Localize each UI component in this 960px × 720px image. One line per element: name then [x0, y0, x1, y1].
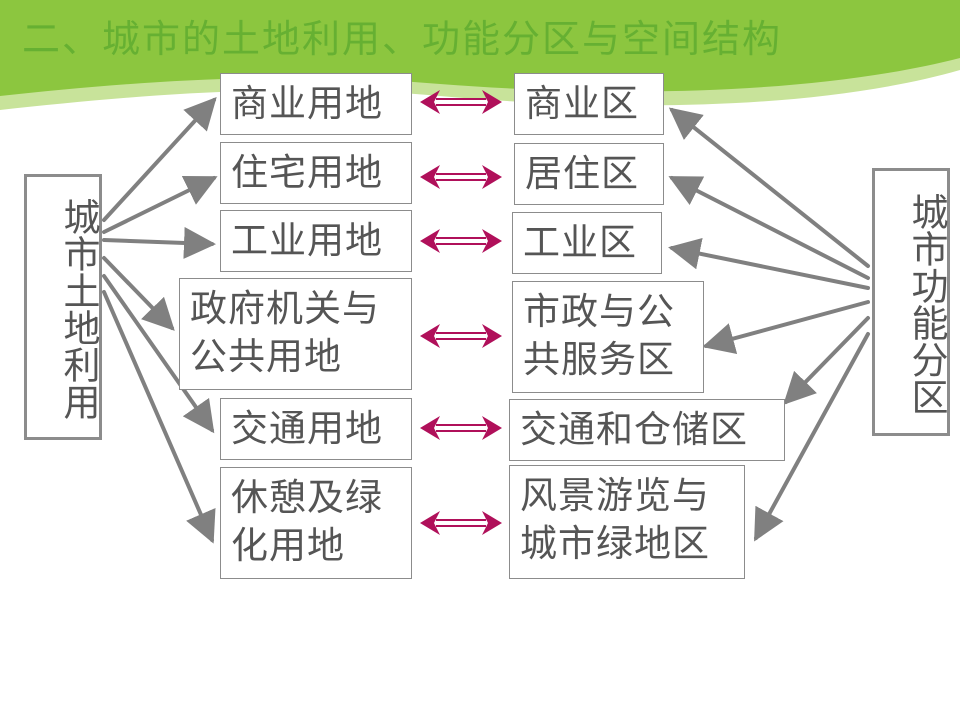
- zone-commercial-label: 商业区: [525, 82, 639, 125]
- land-use-industrial-box: 工业用地: [220, 210, 412, 272]
- zone-industrial-label: 工业区: [523, 221, 637, 264]
- function-zoning-label: 城市功能分区: [905, 193, 948, 415]
- arrow-land-to-government: [102, 256, 175, 331]
- zone-commercial-box: 商业区: [514, 73, 664, 135]
- arrow-land-to-commercial: [102, 97, 217, 222]
- zone-green-label: 风景游览与城市绿地区: [520, 474, 710, 565]
- land-use-commercial-box: 商业用地: [220, 73, 412, 135]
- link-arrow-3: [420, 229, 502, 253]
- arrow-land-to-transport: [102, 274, 215, 434]
- zone-residential-box: 居住区: [514, 143, 664, 205]
- land-use-transport-label: 交通用地: [231, 407, 383, 450]
- land-use-government-label: 政府机关与公共用地: [190, 287, 380, 378]
- land-use-residential-box: 住宅用地: [220, 142, 412, 204]
- arrow-func-to-transport: [783, 316, 870, 405]
- zone-industrial-box: 工业区: [512, 212, 662, 274]
- land-use-green-box: 休憩及绿化用地: [220, 467, 412, 579]
- land-use-government-box: 政府机关与公共用地: [179, 278, 412, 390]
- zone-residential-label: 居住区: [525, 152, 639, 195]
- function-zoning-box: 城市功能分区: [872, 168, 950, 436]
- zone-municipal-box: 市政与公共服务区: [512, 281, 704, 393]
- zone-transport-label: 交通和仓储区: [520, 408, 748, 451]
- link-arrow-5: [420, 416, 502, 440]
- land-use-label: 城市土地利用: [57, 198, 100, 420]
- land-use-residential-label: 住宅用地: [231, 151, 383, 194]
- arrow-func-to-commercial: [668, 107, 870, 268]
- arrow-land-to-residential: [102, 175, 218, 234]
- link-arrow-1: [420, 90, 502, 114]
- arrow-func-to-industrial: [668, 237, 870, 290]
- land-use-industrial-label: 工业用地: [231, 219, 383, 262]
- land-use-commercial-label: 商业用地: [231, 82, 383, 125]
- zone-municipal-label: 市政与公共服务区: [523, 290, 675, 381]
- arrow-func-to-residential: [668, 176, 870, 280]
- arrow-func-to-green: [754, 332, 870, 542]
- land-use-green-label: 休憩及绿化用地: [231, 476, 383, 567]
- zone-green-box: 风景游览与城市绿地区: [509, 465, 745, 579]
- link-arrows: [420, 90, 502, 535]
- zone-transport-box: 交通和仓储区: [509, 399, 785, 461]
- arrow-func-to-municipal: [702, 300, 870, 355]
- link-arrow-4: [420, 324, 502, 348]
- land-use-transport-box: 交通用地: [220, 398, 412, 460]
- page-title: 二、城市的土地利用、功能分区与空间结构: [22, 17, 783, 61]
- land-use-box: 城市土地利用: [24, 174, 102, 440]
- arrow-land-to-industrial: [102, 226, 216, 259]
- link-arrow-6: [420, 511, 502, 535]
- link-arrow-2: [420, 165, 502, 189]
- arrow-land-to-green: [102, 290, 216, 544]
